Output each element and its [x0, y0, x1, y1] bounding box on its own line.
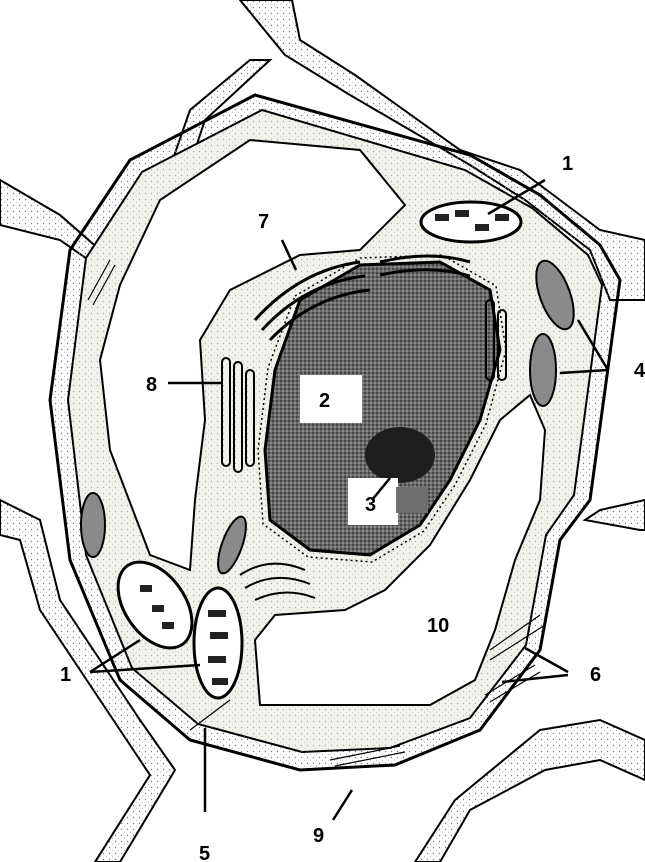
- label-chloroplast-bottom: 1: [60, 664, 71, 686]
- label-microtubules: 6: [590, 664, 601, 686]
- label-vacuole: 10: [427, 615, 449, 637]
- label-er: 8: [146, 374, 157, 396]
- label-mitochondria: 4: [634, 360, 645, 382]
- chloroplast-middle: [194, 588, 242, 698]
- label-chloroplast-top: 1: [562, 153, 573, 175]
- label-plasmodesma: 9: [313, 825, 324, 847]
- label-nucleus: 2: [319, 390, 330, 412]
- label-box-2: [300, 375, 362, 423]
- label-nucleolus: 3: [365, 494, 376, 516]
- nucleolus: [365, 427, 435, 483]
- label-golgi: 7: [258, 211, 269, 233]
- chloroplast-top: [421, 202, 521, 242]
- marker-square: [396, 487, 428, 513]
- label-cell-wall: 5: [199, 843, 210, 862]
